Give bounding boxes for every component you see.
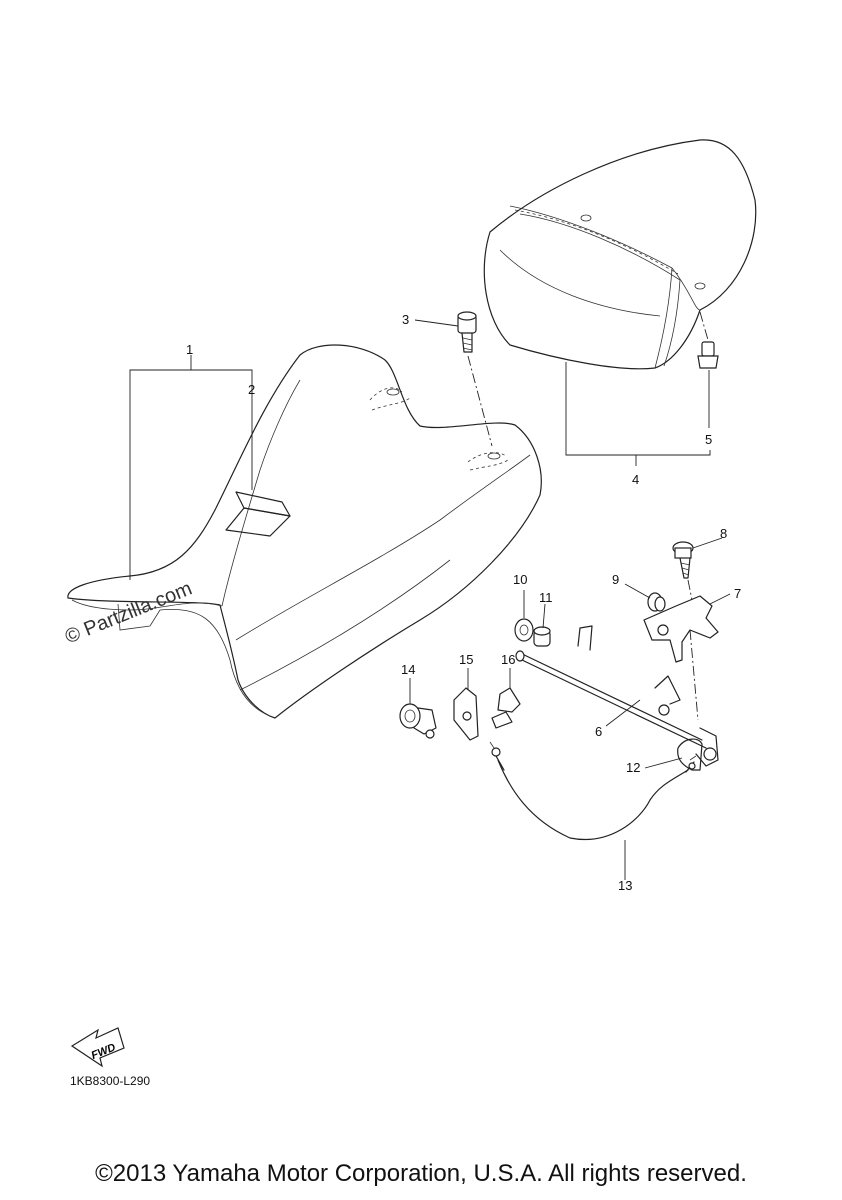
callout-9: 9 [612,572,619,587]
lock-cylinder-14 [399,703,437,739]
bushing-11 [533,626,551,647]
passenger-seat [483,139,757,370]
callout-16: 16 [501,652,515,667]
bolt-8 [672,541,694,579]
callout-14: 14 [401,662,415,677]
callout-5: 5 [705,432,712,447]
clip-16 [491,687,521,729]
leader-lines [129,319,731,880]
clip-12 [677,738,703,771]
callout-3: 3 [402,312,409,327]
callout-13: 13 [618,878,632,893]
collar-10 [514,618,534,642]
damper-5 [697,341,719,369]
callout-6: 6 [595,724,602,739]
callout-1: 1 [186,342,193,357]
callout-7: 7 [734,586,741,601]
fwd-arrow-icon: FWD [70,1027,125,1068]
callout-10: 10 [513,572,527,587]
callout-8: 8 [720,526,727,541]
bolt-3 [457,311,477,353]
diagram-code: 1KB8300-L290 [70,1074,151,1088]
rider-seat [67,344,542,719]
grommet-9 [647,592,666,612]
copyright-notice: ©2013 Yamaha Motor Corporation, U.S.A. A… [95,1160,747,1187]
callout-12: 12 [626,760,640,775]
lock-shaft-6 [515,625,719,767]
callout-labels: 1 2 3 4 5 6 7 8 9 10 11 12 13 14 15 16 [186,312,741,893]
plate-15 [453,687,479,741]
seat-strap [225,491,291,537]
callout-4: 4 [632,472,639,487]
bracket-7 [643,595,719,721]
callout-2: 2 [248,382,255,397]
cable-13 [489,741,697,840]
callout-11: 11 [539,590,553,605]
callout-15: 15 [459,652,473,667]
